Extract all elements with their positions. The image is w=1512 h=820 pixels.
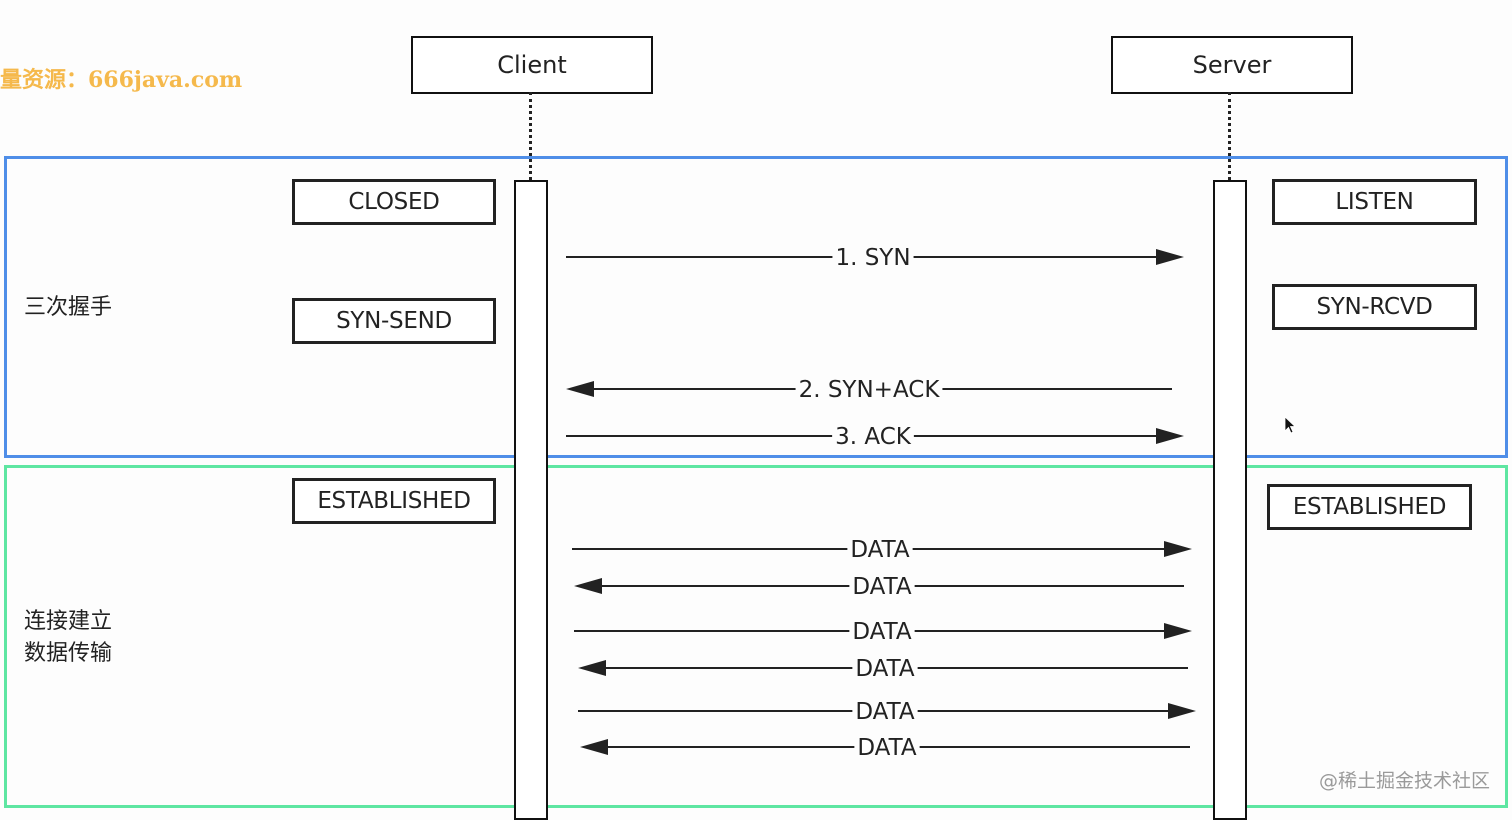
message-5: DATA <box>574 574 1184 600</box>
arrowhead-icon <box>566 381 594 397</box>
arrowhead-icon <box>1164 541 1192 557</box>
data-transfer-phase-label: 连接建立 数据传输 <box>24 609 113 666</box>
arrowhead-icon <box>574 578 602 594</box>
client-lifeline <box>529 92 532 180</box>
message-label: DATA <box>855 656 915 682</box>
message-9: DATA <box>580 735 1190 761</box>
message-2: 2. SYN+ACK <box>566 377 1172 403</box>
message-3: 3. ACK <box>566 424 1184 450</box>
message-label: DATA <box>857 735 917 761</box>
community-credit: @稀土掘金技术社区 <box>1318 770 1490 792</box>
message-4: DATA <box>572 537 1192 563</box>
handshake-phase-frame <box>4 156 1508 458</box>
server-activation-bar <box>1213 180 1247 820</box>
message-label: 1. SYN <box>835 245 910 271</box>
server-state-syn-rcvd: SYN-RCVD <box>1272 284 1477 330</box>
client-state-established: ESTABLISHED <box>292 478 496 524</box>
cursor-arrow-icon <box>1284 416 1296 434</box>
message-6: DATA <box>574 619 1192 645</box>
message-label: 3. ACK <box>835 424 912 450</box>
arrowhead-icon <box>1156 428 1184 444</box>
handshake-phase-label: 三次握手 <box>24 295 113 320</box>
message-label: DATA <box>850 537 910 563</box>
arrowhead-icon <box>1168 703 1196 719</box>
server-lifeline <box>1228 92 1231 180</box>
server-state-established: ESTABLISHED <box>1267 484 1472 530</box>
server-actor-box: Server <box>1111 36 1353 94</box>
data-transfer-phase-frame <box>4 465 1508 808</box>
watermark-text: 量资源：666java.com <box>0 67 243 93</box>
message-1: 1. SYN <box>566 245 1184 271</box>
arrowhead-icon <box>1164 623 1192 639</box>
message-label: 2. SYN+ACK <box>799 377 941 403</box>
message-label: DATA <box>852 574 912 600</box>
message-label: DATA <box>852 619 912 645</box>
client-actor-box: Client <box>411 36 653 94</box>
arrowhead-icon <box>578 660 606 676</box>
message-8: DATA <box>578 699 1196 725</box>
arrowhead-icon <box>1156 249 1184 265</box>
client-activation-bar <box>514 180 548 820</box>
arrowhead-icon <box>580 739 608 755</box>
message-7: DATA <box>578 656 1188 682</box>
client-state-closed: CLOSED <box>292 179 496 225</box>
server-state-listen: LISTEN <box>1272 179 1477 225</box>
client-state-syn-send: SYN-SEND <box>292 298 496 344</box>
message-label: DATA <box>855 699 915 725</box>
